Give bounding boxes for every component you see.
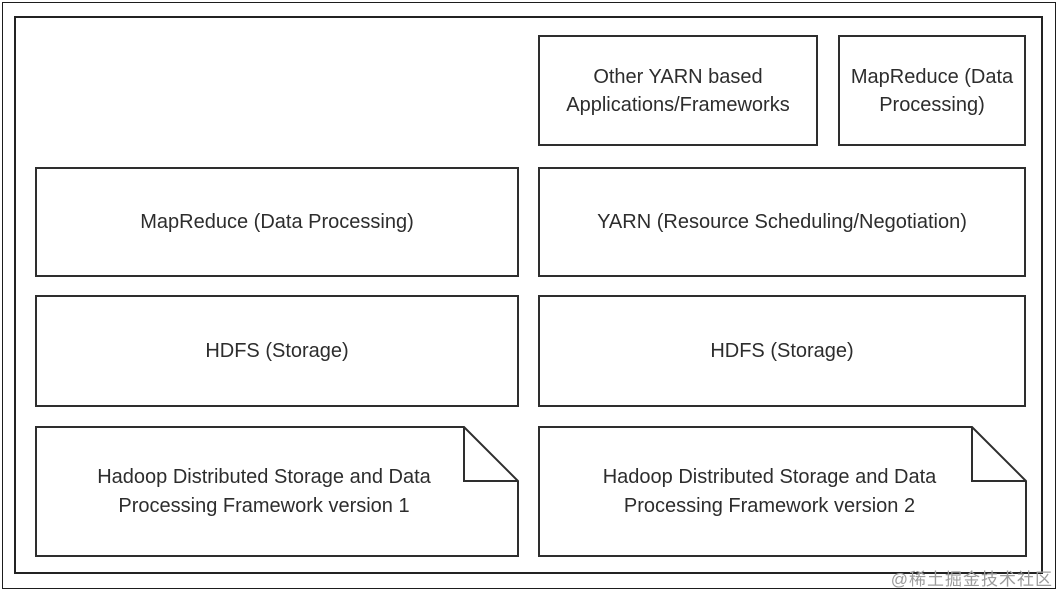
note-hadoop-v2: Hadoop Distributed Storage and Data Proc… (538, 426, 1027, 557)
note-hadoop-v1: Hadoop Distributed Storage and Data Proc… (35, 426, 519, 557)
box-label: YARN (Resource Scheduling/Negotiation) (597, 211, 967, 233)
box-mapreduce-v1: MapReduce (Data Processing) (35, 167, 519, 277)
box-other-yarn-applications: Other YARN based Applications/Frameworks (538, 35, 818, 146)
box-label: MapReduce (Data Processing) (850, 65, 1014, 116)
box-label: MapReduce (Data Processing) (140, 211, 414, 233)
box-label: HDFS (Storage) (710, 340, 854, 362)
folded-corner-note-shape (35, 426, 519, 557)
box-hdfs-v2: HDFS (Storage) (538, 295, 1026, 407)
note-label: Hadoop Distributed Storage and Data Proc… (97, 465, 431, 517)
box-mapreduce-v2: MapReduce (Data Processing) (838, 35, 1026, 146)
watermark: @稀土掘金技术社区 (890, 570, 1053, 589)
box-yarn: YARN (Resource Scheduling/Negotiation) (538, 167, 1026, 277)
box-label: Other YARN based Applications/Frameworks (566, 65, 790, 116)
folded-corner-note-shape (538, 426, 1027, 557)
box-label: HDFS (Storage) (205, 340, 349, 362)
note-label: Hadoop Distributed Storage and Data Proc… (602, 465, 937, 517)
box-hdfs-v1: HDFS (Storage) (35, 295, 519, 407)
